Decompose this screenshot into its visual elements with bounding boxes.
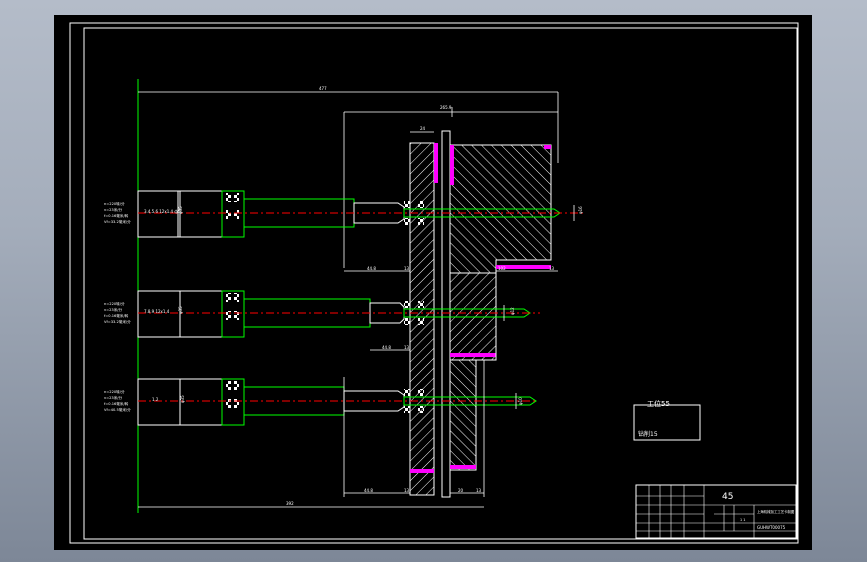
svg-text:v=23米/分: v=23米/分 [104,307,123,312]
outer-border [69,22,799,544]
dim-overall-length: 477 [319,86,327,91]
company-name: 上海机械加工工艺卡制图 [757,509,795,514]
part-number: 45 [722,492,733,502]
title-block: 45 上海机械加工工艺卡制图 1 1 GUHWT00075 [635,484,797,539]
svg-text:φ12: φ12 [510,307,515,315]
svg-text:φ16: φ16 [578,206,583,214]
svg-text:44.8: 44.8 [367,266,376,271]
svg-text:Vf=40.5毫米/分: Vf=40.5毫米/分 [104,407,131,412]
tool-param: v=23米/分 [104,207,123,212]
spindle-collar [221,190,245,238]
svg-text:13: 13 [476,488,482,493]
note-line-1: 工位55 [647,399,670,408]
drawing-code: GUHWT00075 [757,525,786,530]
svg-text:20: 20 [458,488,464,493]
tool-dia: φ35 [178,206,183,214]
tool-param: n=220转/分 [104,201,125,206]
block-right-magenta [450,145,454,185]
dims-row-3: 44.8 13 20 13 φ10 392 [138,360,523,508]
tool-label: 3.4.5.6 12x1.4 ф6 [144,209,181,214]
svg-text:n=220转/分: n=220转/分 [104,301,125,306]
scale-row: 1 1 [740,518,745,522]
svg-text:n=220转/分: n=220转/分 [104,389,125,394]
center-shaft [441,130,451,498]
dims-row-1: 44.8 13 102 13 φ16 [344,205,583,272]
svg-text:13: 13 [404,345,410,350]
block-lower-magenta [450,465,476,469]
flange-left-magenta [434,143,438,183]
tool-row-1: 3.4.5.6 12x1.4 ф6 φ35 n=220转/分 v=23米/分 f… [104,190,584,238]
svg-text:φ35: φ35 [180,395,185,403]
note-box: 工位55 钻削15 [633,399,701,441]
svg-text:7.8.9 12x1.4: 7.8.9 12x1.4 [144,309,170,314]
svg-text:φ35: φ35 [178,306,183,314]
block-mid-magenta [450,353,496,357]
inner-border [83,27,798,540]
svg-text:44.8: 44.8 [364,488,373,493]
workpiece [409,130,552,498]
svg-text:44.8: 44.8 [382,345,391,350]
overall-dimension: 477 [138,86,559,163]
svg-text:13: 13 [404,266,410,271]
svg-text:13: 13 [549,266,555,271]
cad-drawing: 477 265.9 24 [69,22,799,544]
block-right-magenta-mid [496,265,551,269]
dim-flange-width: 24 [420,126,426,131]
svg-text:φ10: φ10 [518,397,523,405]
note-line-2: 钻削15 [638,430,658,438]
flange-left-magenta-bottom [410,469,434,473]
block-lower [449,359,477,471]
svg-text:102: 102 [498,266,506,271]
svg-text:Vf=33.2毫米/分: Vf=33.2毫米/分 [104,319,131,324]
workpiece-width-dimension: 265.9 [343,105,558,268]
svg-text:f=0.16毫米/转: f=0.16毫米/转 [104,401,129,406]
tool-param: Vf=33.2毫米/分 [104,219,131,224]
tool-row-2: 7.8.9 12x1.4 φ35 n=220转/分 v=23米/分 f=0.16… [104,290,540,338]
svg-text:1.2: 1.2 [152,397,159,402]
dim-bottom-length: 392 [286,501,294,506]
drawing-viewport[interactable]: 477 265.9 24 [54,15,812,550]
dims-row-2: 44.8 13 φ12 [370,305,515,351]
dim-workpiece-width: 265.9 [440,105,452,110]
svg-text:v=23米/分: v=23米/分 [104,395,123,400]
block-right-magenta-right [544,145,551,149]
svg-text:f=0.16毫米/转: f=0.16毫米/转 [104,313,129,318]
tool-param: f=0.16毫米/转 [104,213,129,218]
svg-text:13: 13 [404,488,410,493]
